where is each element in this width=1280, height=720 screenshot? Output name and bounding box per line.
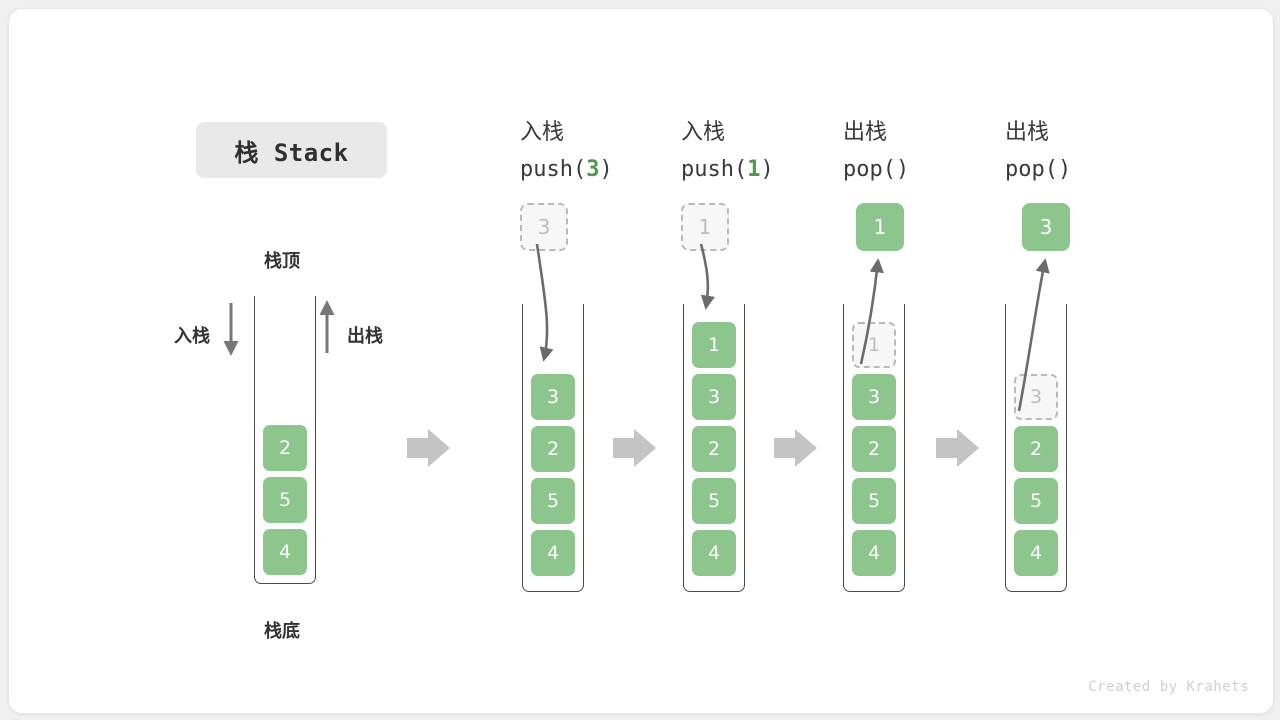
stack-cell: 4 bbox=[692, 530, 736, 576]
column-header-cn: 出栈 bbox=[843, 120, 888, 145]
stack-container-push-3 bbox=[522, 304, 584, 592]
stack-container-pop-1 bbox=[843, 304, 905, 592]
stack-cell: 3 bbox=[531, 374, 575, 420]
separator-arrow-1 bbox=[407, 429, 450, 467]
column-header-code-pre: pop( bbox=[843, 157, 896, 182]
column-header-code-post: ) bbox=[760, 157, 774, 182]
column-header-push-3: 入栈 push(3) bbox=[520, 114, 613, 188]
column-header-cn: 入栈 bbox=[681, 120, 726, 145]
column-header-pop-1: 出栈 pop() bbox=[843, 114, 909, 188]
column-header-code-pre: push( bbox=[520, 157, 587, 182]
column-header-cn: 入栈 bbox=[520, 120, 565, 145]
stack-cell: 2 bbox=[531, 426, 575, 472]
stack-cell: 5 bbox=[1014, 478, 1058, 524]
stack-cell: 4 bbox=[531, 530, 575, 576]
column-header-cn: 出栈 bbox=[1005, 120, 1050, 145]
separator-arrow-2 bbox=[613, 429, 656, 467]
stack-cell: 4 bbox=[263, 529, 307, 575]
stack-cell: 5 bbox=[531, 478, 575, 524]
column-header-pop-3: 出栈 pop() bbox=[1005, 114, 1071, 188]
stack-cell: 2 bbox=[1014, 426, 1058, 472]
column-header-code-post: ) bbox=[895, 157, 910, 182]
stack-cell: 2 bbox=[852, 426, 896, 472]
push-side-label: 入栈 bbox=[174, 326, 210, 347]
stack-cell: 5 bbox=[852, 478, 896, 524]
diagram-title: 栈 Stack bbox=[196, 122, 387, 178]
stack-bottom-label: 栈底 bbox=[264, 621, 300, 642]
separator-arrow-4 bbox=[936, 429, 979, 467]
stack-cell-ghost: 1 bbox=[852, 322, 896, 368]
stack-cell-ghost: 3 bbox=[1014, 374, 1058, 420]
stack-top-label: 栈顶 bbox=[264, 251, 300, 272]
push-flow-arrow bbox=[699, 243, 715, 310]
diagram-card: 栈 Stack 栈顶 栈底 入栈 出栈 2 5 4 入栈 push(3) 3 3… bbox=[8, 8, 1274, 714]
popped-value-box: 1 bbox=[856, 203, 904, 251]
column-header-code-post: ) bbox=[1057, 157, 1072, 182]
column-header-code-post: ) bbox=[599, 157, 613, 182]
incoming-value-box: 3 bbox=[520, 203, 568, 251]
arrows-overlay bbox=[223, 243, 1050, 467]
separator-arrow-3 bbox=[774, 429, 817, 467]
stack-cell: 3 bbox=[852, 374, 896, 420]
column-header-code-pre: push( bbox=[681, 157, 748, 182]
column-header-arg: 3 bbox=[586, 157, 600, 182]
popped-value-box: 3 bbox=[1022, 203, 1070, 251]
stack-container-initial bbox=[254, 296, 316, 584]
stack-cell: 4 bbox=[1014, 530, 1058, 576]
stack-cell: 5 bbox=[263, 477, 307, 523]
column-header-arg: 1 bbox=[747, 157, 761, 182]
column-header-push-1: 入栈 push(1) bbox=[681, 114, 774, 188]
stack-cell: 2 bbox=[692, 426, 736, 472]
column-header-code-pre: pop( bbox=[1005, 157, 1058, 182]
watermark: Created by Krahets bbox=[1088, 679, 1249, 695]
pop-side-label: 出栈 bbox=[347, 326, 383, 347]
stack-cell: 4 bbox=[852, 530, 896, 576]
incoming-value-box: 1 bbox=[681, 203, 729, 251]
stack-container-push-1 bbox=[683, 304, 745, 592]
stack-container-pop-3 bbox=[1005, 304, 1067, 592]
stack-cell: 3 bbox=[692, 374, 736, 420]
stack-cell: 2 bbox=[263, 425, 307, 471]
stack-cell: 1 bbox=[692, 322, 736, 368]
stack-cell: 5 bbox=[692, 478, 736, 524]
